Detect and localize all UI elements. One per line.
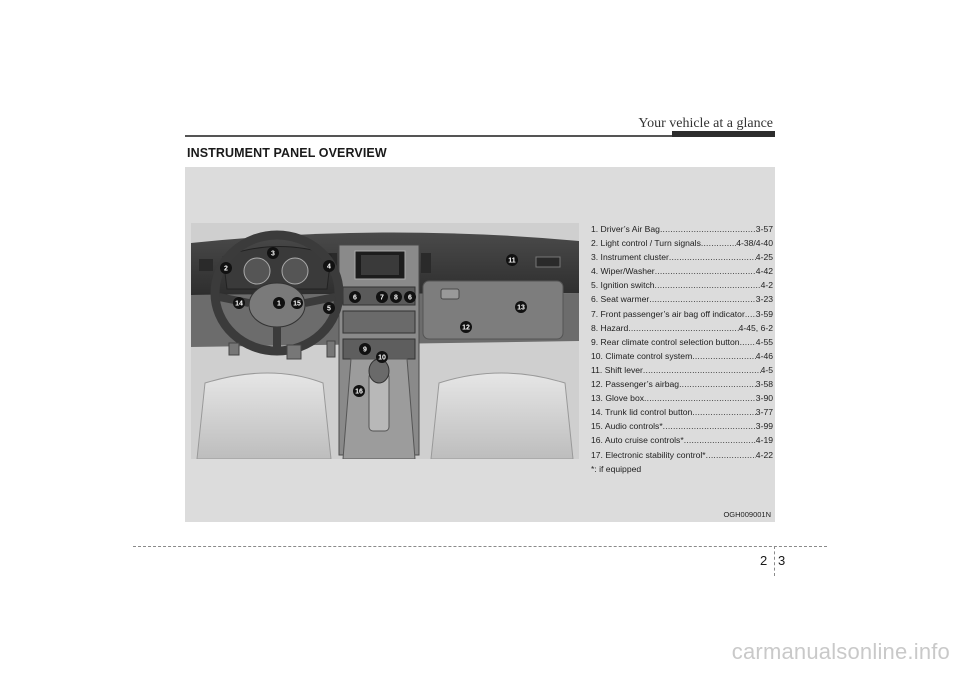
legend-item: 16. Auto cruise controls* 4-19	[591, 433, 773, 447]
legend-item: 11. Shift lever 4-5	[591, 363, 773, 377]
page-number: 3	[778, 553, 786, 568]
legend-item: 9. Rear climate control selection button…	[591, 335, 773, 349]
callout-8	[390, 291, 402, 303]
legend-item: 2. Light control / Turn signals4-38/4-40	[591, 236, 773, 250]
callout-1	[273, 297, 285, 309]
callout-6	[349, 291, 361, 303]
callout-label-6b: 6	[408, 295, 412, 302]
header-rule-accent	[672, 131, 775, 137]
callout-label-7: 7	[380, 295, 384, 302]
figure-panel: 1 2 3 4 5 6 7 8 6 9 10 11 12 13	[185, 167, 775, 522]
callout-label-3: 3	[271, 251, 275, 258]
legend-item: 8. Hazard 4-45, 6-2	[591, 321, 773, 335]
legend-item: 12. Passenger’s airbag 3-58	[591, 377, 773, 391]
legend-item: 3. Instrument cluster 4-25	[591, 250, 773, 264]
legend-item: 1. Driver’s Air Bag 3-57	[591, 222, 773, 236]
figure-code: OGH009001N	[723, 510, 771, 519]
watermark: carmanualsonline.info	[731, 639, 950, 664]
legend-item: 10. Climate control system 4-46	[591, 349, 773, 363]
callout-12	[460, 321, 472, 333]
callout-3	[267, 247, 279, 259]
callout-11	[506, 254, 518, 266]
callout-label-13: 13	[517, 305, 525, 312]
callout-7	[376, 291, 388, 303]
callout-label-2: 2	[224, 266, 228, 273]
page-chapter: 2	[760, 553, 768, 568]
header-rule	[185, 135, 775, 137]
callout-label-11: 11	[508, 258, 516, 265]
legend-item: 13. Glove box3-90	[591, 391, 773, 405]
header-title: Your vehicle at a glance	[638, 116, 773, 131]
callout-5	[323, 302, 335, 314]
footer-vertical-rule	[774, 546, 775, 576]
callout-13	[515, 301, 527, 313]
callout-9	[359, 343, 371, 355]
instrument-panel-illustration: 1 2 3 4 5 6 7 8 6 9 10 11 12 13	[191, 223, 579, 459]
callout-label-9: 9	[363, 347, 367, 354]
callout-label-1: 1	[277, 301, 281, 308]
callout-label-14: 14	[235, 301, 243, 308]
section-title: INSTRUMENT PANEL OVERVIEW	[187, 146, 387, 160]
component-legend: 1. Driver’s Air Bag 3-57 2. Light contro…	[591, 222, 773, 476]
callout-label-4: 4	[327, 264, 331, 271]
legend-item: 5. Ignition switch 4-2	[591, 278, 773, 292]
callout-14	[233, 297, 245, 309]
callout-label-8: 8	[394, 295, 398, 302]
callout-10	[376, 351, 388, 363]
callout-label-6: 6	[353, 295, 357, 302]
callout-label-10: 10	[378, 355, 386, 362]
callout-label-5: 5	[327, 306, 331, 313]
callout-label-12: 12	[462, 325, 470, 332]
footer-rule	[133, 546, 827, 547]
callout-4	[323, 260, 335, 272]
legend-item: 7. Front passenger’s air bag off indicat…	[591, 307, 773, 321]
legend-item: 4. Wiper/Washer 4-42	[591, 264, 773, 278]
callout-label-15: 15	[293, 301, 301, 308]
legend-item: 15. Audio controls* 3-99	[591, 419, 773, 433]
callout-6b	[404, 291, 416, 303]
callout-2	[220, 262, 232, 274]
legend-item: 14. Trunk lid control button3-77	[591, 405, 773, 419]
legend-footnote: *: if equipped	[591, 463, 642, 474]
legend-item: 6. Seat warmer 3-23	[591, 292, 773, 306]
callout-label-16: 16	[355, 389, 363, 396]
legend-item: 17. Electronic stability control* 4-22	[591, 448, 773, 462]
callout-15	[291, 297, 303, 309]
callout-16	[353, 385, 365, 397]
